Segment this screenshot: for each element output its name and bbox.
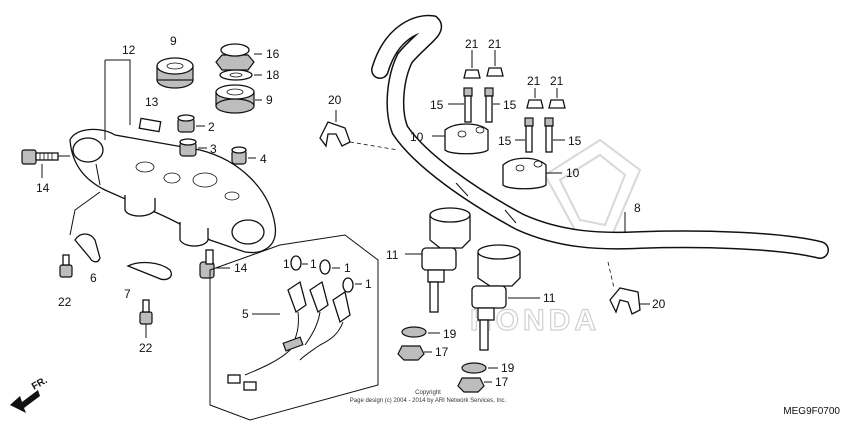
callout-15-b: 15 xyxy=(503,98,517,112)
callout-10-left: 10 xyxy=(410,130,424,144)
callout-9-lower: 9 xyxy=(266,93,273,107)
copyright-title: Copyright xyxy=(415,390,441,396)
callout-22-center: 22 xyxy=(139,341,153,355)
part-13-pad xyxy=(138,117,162,133)
callout-9: 9 xyxy=(170,34,177,48)
callout-1-d: 1 xyxy=(365,277,372,291)
handlebar xyxy=(349,14,829,259)
callout-6: 6 xyxy=(90,271,97,285)
part-15-bolts xyxy=(463,87,554,153)
callout-10-right: 10 xyxy=(566,166,580,180)
callout-7: 7 xyxy=(124,287,131,301)
part-22-bolt-left xyxy=(59,254,73,278)
callout-15-c: 15 xyxy=(498,134,512,148)
switch-harness xyxy=(227,280,351,391)
callout-3: 3 xyxy=(210,142,217,156)
direction-label: FR. xyxy=(30,375,50,393)
part-7-clamp xyxy=(126,261,172,281)
callout-21-d: 21 xyxy=(550,74,564,88)
callout-17-left: 17 xyxy=(435,345,449,359)
part-20-clip-top xyxy=(319,121,351,148)
callout-15-d: 15 xyxy=(568,134,582,148)
callout-14-right: 14 xyxy=(234,261,248,275)
part-22-bolt-center xyxy=(139,299,153,325)
callout-11-right: 11 xyxy=(543,291,556,305)
callout-1-a: 1 xyxy=(283,257,290,271)
callout-12: 12 xyxy=(122,43,136,57)
callout-11-left: 11 xyxy=(386,248,399,262)
copyright-line: Page design (c) 2004 - 2014 by ARI Netwo… xyxy=(350,398,507,404)
part-3-plug xyxy=(179,138,197,157)
part-11-holder-right xyxy=(471,244,521,351)
part-16-nut xyxy=(215,43,255,71)
callout-13: 13 xyxy=(145,95,159,109)
part-20-clip-right xyxy=(609,287,641,315)
part-19-washer-right xyxy=(461,362,487,374)
callout-8: 8 xyxy=(634,201,641,215)
callout-19-left: 19 xyxy=(443,327,457,341)
callout-18: 18 xyxy=(266,68,280,82)
part-11-holder-left xyxy=(421,207,471,313)
callout-1-b: 1 xyxy=(310,257,317,271)
callout-4: 4 xyxy=(260,152,267,166)
part-14-bolt-right xyxy=(199,249,215,279)
part-9-damper xyxy=(156,57,194,89)
part-2-plug xyxy=(177,114,195,133)
part-21-caps xyxy=(463,67,566,109)
callout-5: 5 xyxy=(242,307,249,321)
callout-15-a: 15 xyxy=(430,98,444,112)
leader-6 xyxy=(69,191,101,236)
callout-21-a: 21 xyxy=(465,37,479,51)
part-10-holder-left xyxy=(444,123,489,155)
part-6-clamp xyxy=(74,233,101,263)
part-1-clips xyxy=(290,255,354,293)
part-18-washer xyxy=(219,69,253,81)
callout-14-left: 14 xyxy=(36,181,50,195)
part-17-nut-right xyxy=(457,377,485,393)
part-9-damper-lower xyxy=(215,84,255,114)
part-14-bolt-left xyxy=(21,149,59,165)
callout-20-top: 20 xyxy=(328,93,342,107)
part-17-nut-left xyxy=(397,345,425,361)
part-19-washer-left xyxy=(401,326,427,338)
callout-2: 2 xyxy=(208,120,215,134)
top-bridge xyxy=(69,128,277,254)
callout-16: 16 xyxy=(266,47,280,61)
front-direction-arrow: FR. xyxy=(10,375,50,413)
diagram-code: MEG9F0700 xyxy=(783,406,840,417)
callout-1-c: 1 xyxy=(344,261,351,275)
callout-20-right: 20 xyxy=(652,297,666,311)
callout-17-right: 17 xyxy=(495,375,509,389)
callout-21-b: 21 xyxy=(488,37,502,51)
harness-box xyxy=(209,234,379,421)
part-4-plug xyxy=(231,146,247,165)
callout-22-left: 22 xyxy=(58,295,72,309)
callout-19-right: 19 xyxy=(501,361,515,375)
part-10-holder-right xyxy=(502,157,547,190)
callout-21-c: 21 xyxy=(527,74,541,88)
